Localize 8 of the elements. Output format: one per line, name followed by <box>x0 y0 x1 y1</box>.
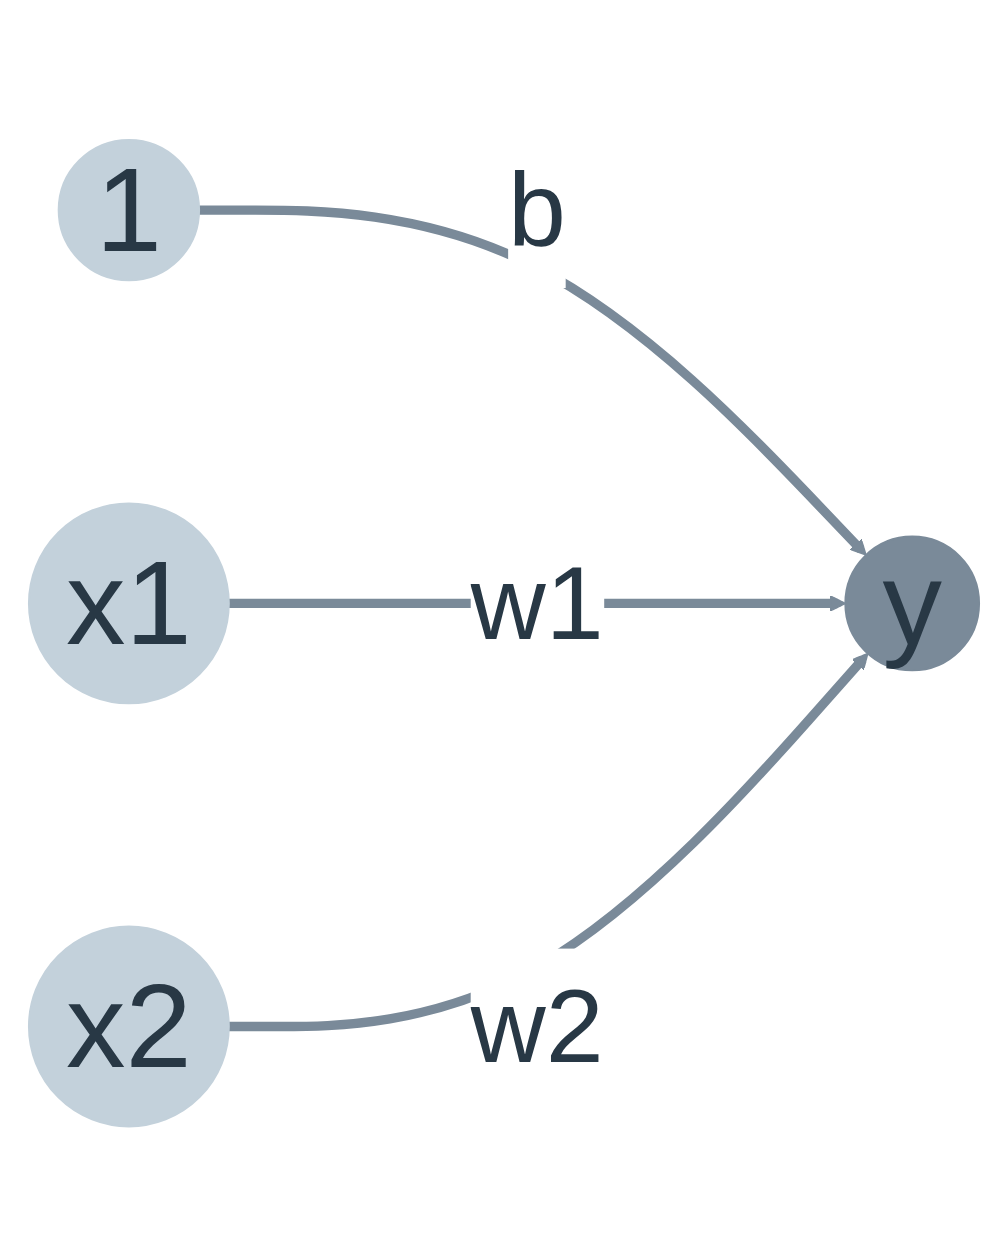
arrow <box>199 205 867 557</box>
node-circle: y <box>844 535 981 672</box>
node-circle: 1 <box>57 139 201 282</box>
node-circle: x2 <box>27 925 230 1128</box>
edge-label: b <box>508 150 567 269</box>
node-circle: x1 <box>27 502 230 705</box>
edge-label: w2 <box>470 967 604 1085</box>
edge-label: w1 <box>470 544 604 662</box>
